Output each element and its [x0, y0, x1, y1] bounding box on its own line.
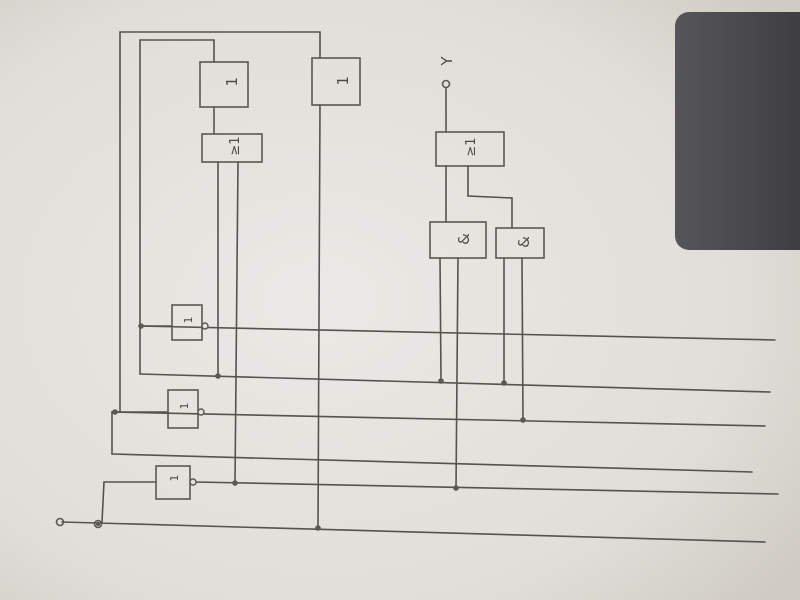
and-left-input-b [455, 257, 459, 489]
junction-dots [95, 323, 526, 531]
and-gate-right-label: & [515, 236, 533, 248]
and-gate-right-box [495, 227, 545, 259]
inv-bottom-bubble [189, 478, 197, 486]
shadow-blob [675, 12, 800, 250]
flipflop-right: 1 [311, 57, 361, 106]
inverter-top: 1 [139, 304, 209, 341]
inv-mid-label: 1 [178, 403, 191, 410]
flipflop-right-label: 1 [334, 76, 352, 86]
frame-outer-top [119, 31, 321, 413]
bus-line-6 [61, 521, 766, 543]
bus-line-3 [111, 411, 766, 427]
or-gate-right: ≥1 [435, 131, 505, 167]
ff-right-down-wire [317, 104, 321, 529]
or-right-to-and-right [467, 165, 513, 229]
inverter-bottom: 1 [101, 465, 197, 523]
or-left-input-b [234, 161, 239, 484]
junction-dot [95, 521, 101, 527]
bus-line-5 [194, 481, 779, 495]
or-gate-left-label: ≥1 [228, 136, 243, 155]
output-label: Y [438, 56, 456, 67]
junction-dot [520, 417, 526, 423]
inv-mid-box [167, 389, 199, 429]
input-terminal [55, 517, 65, 527]
horizontal-bus-lines [61, 325, 779, 543]
or-gate-left-box [201, 133, 263, 163]
flipflop-left: 1 [199, 61, 249, 108]
inv-bottom-label: 1 [168, 475, 181, 482]
inv-top-label: 1 [182, 317, 195, 324]
flipflop-right-box [311, 57, 361, 106]
or-gate-right-label: ≥1 [464, 137, 479, 156]
junction-dot [315, 525, 321, 531]
junction-dot [438, 378, 444, 384]
inverter-middle: 1 [119, 389, 205, 429]
and-gate-left-label: & [455, 233, 473, 245]
frame-inner-top [139, 39, 215, 327]
inv-top-bubble [201, 322, 209, 330]
flipflop-left-box [199, 61, 249, 108]
input-node-ring [93, 519, 103, 529]
flipflop-left-label: 1 [223, 77, 241, 87]
bus-line-2 [139, 373, 771, 393]
or-gate-right-box [435, 131, 505, 167]
and-right-input-b [521, 257, 524, 421]
inv-mid-bubble [197, 408, 205, 416]
junction-dot [501, 380, 507, 386]
and-left-input-a [439, 257, 442, 382]
junction-dot [215, 373, 221, 379]
junction-dot [112, 409, 118, 415]
inv-top-box [171, 304, 203, 341]
output: Y [438, 56, 456, 133]
inv-bottom-in [101, 481, 157, 523]
or-gate-left: ≥1 [201, 133, 263, 163]
bus-line-4 [111, 453, 753, 473]
junction-dot [232, 480, 238, 486]
junction-dot [453, 485, 459, 491]
junction-dot [138, 323, 144, 329]
and-gate-right: & [495, 227, 545, 259]
